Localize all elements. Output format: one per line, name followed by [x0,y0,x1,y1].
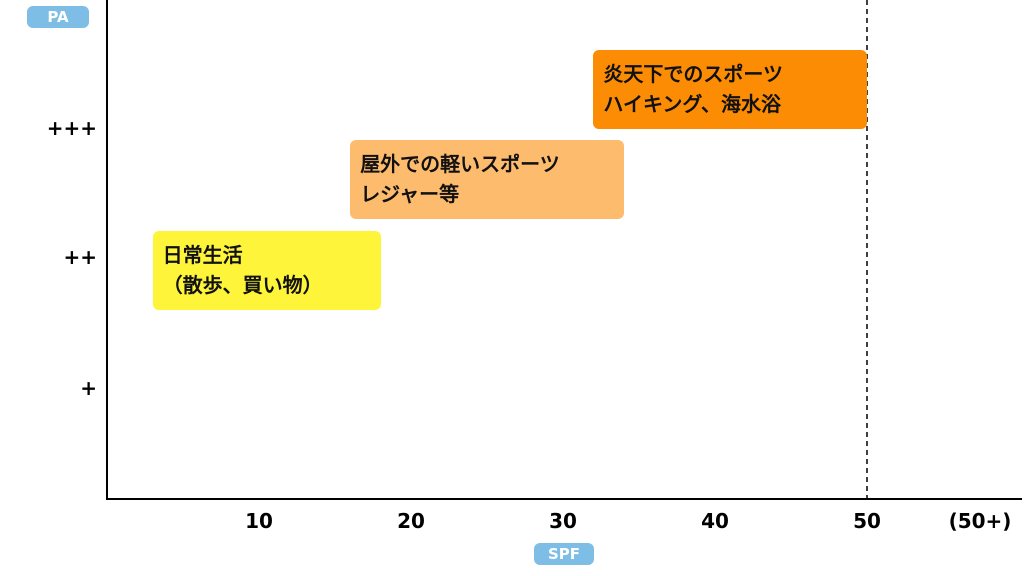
x-tick-label: (50+) [948,509,1012,533]
region-label-line: ハイキング、海水浴 [603,92,781,116]
x-tick-label: 30 [549,509,577,533]
y-axis-label-pa: PA [27,6,89,28]
x-axis-label-spf: SPF [534,543,594,565]
region-label-line: レジャー等 [360,182,460,206]
y-tick-label: +++ [46,116,97,140]
x-tick-label: 20 [397,509,425,533]
region-label-line: （散歩、買い物） [162,273,323,297]
region-label-line: 屋外での軽いスポーツ [360,152,560,176]
daily-life-region: 日常生活 （散歩、買い物） [152,231,381,310]
region-label-line: 炎天下でのスポーツ [603,62,783,86]
x-tick-label: 10 [245,509,273,533]
y-tick-label: + [80,376,97,400]
x-tick-label: 50 [853,509,881,533]
region-label-line: 日常生活 [162,243,243,267]
y-tick-label: ++ [63,245,97,269]
x-tick-label: 40 [701,509,729,533]
hot-sun-sports-region: 炎天下でのスポーツハイキング、海水浴 [593,50,867,129]
outdoor-light-sports-region: 屋外での軽いスポーツレジャー等 [350,140,624,219]
